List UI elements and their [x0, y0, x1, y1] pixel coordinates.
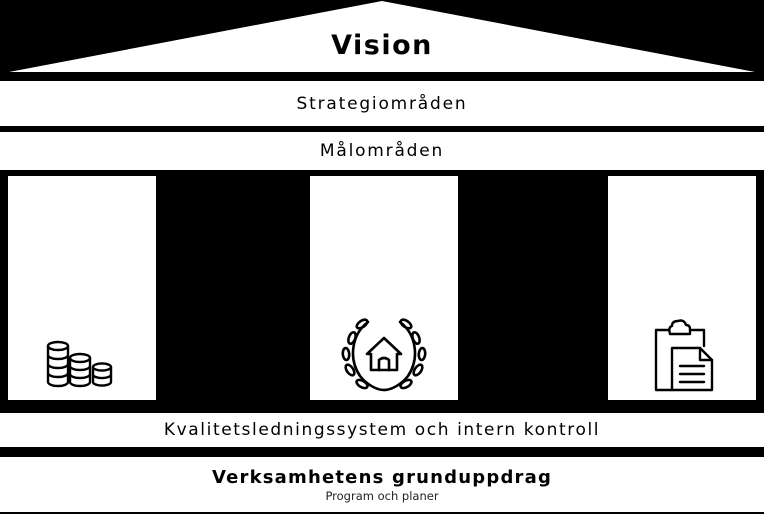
strategy-areas-label: Strategiområden — [296, 93, 468, 114]
clipboard-document-icon — [654, 319, 714, 392]
goal-areas-band: Målområden — [0, 132, 764, 170]
quality-system-label: Kvalitetsledningssystem och intern kontr… — [163, 420, 601, 440]
roof — [9, 1, 755, 72]
coins-icon — [46, 340, 113, 388]
quality-system-band: Kvalitetsledningssystem och intern kontr… — [0, 413, 764, 447]
pillar-left — [8, 176, 156, 400]
strategy-areas-band: Strategiområden — [0, 81, 764, 126]
goal-areas-label: Målområden — [319, 141, 445, 161]
base-mission-band: Verksamhetens grunduppdrag Program och p… — [0, 457, 764, 512]
base-mission-title: Verksamhetens grunduppdrag — [211, 466, 553, 488]
house-laurel-icon — [341, 318, 427, 392]
pillar-right — [608, 176, 756, 400]
pillar-middle — [310, 176, 458, 400]
vision-title: Vision — [331, 30, 433, 61]
base-mission-subtitle: Program och planer — [325, 488, 439, 503]
